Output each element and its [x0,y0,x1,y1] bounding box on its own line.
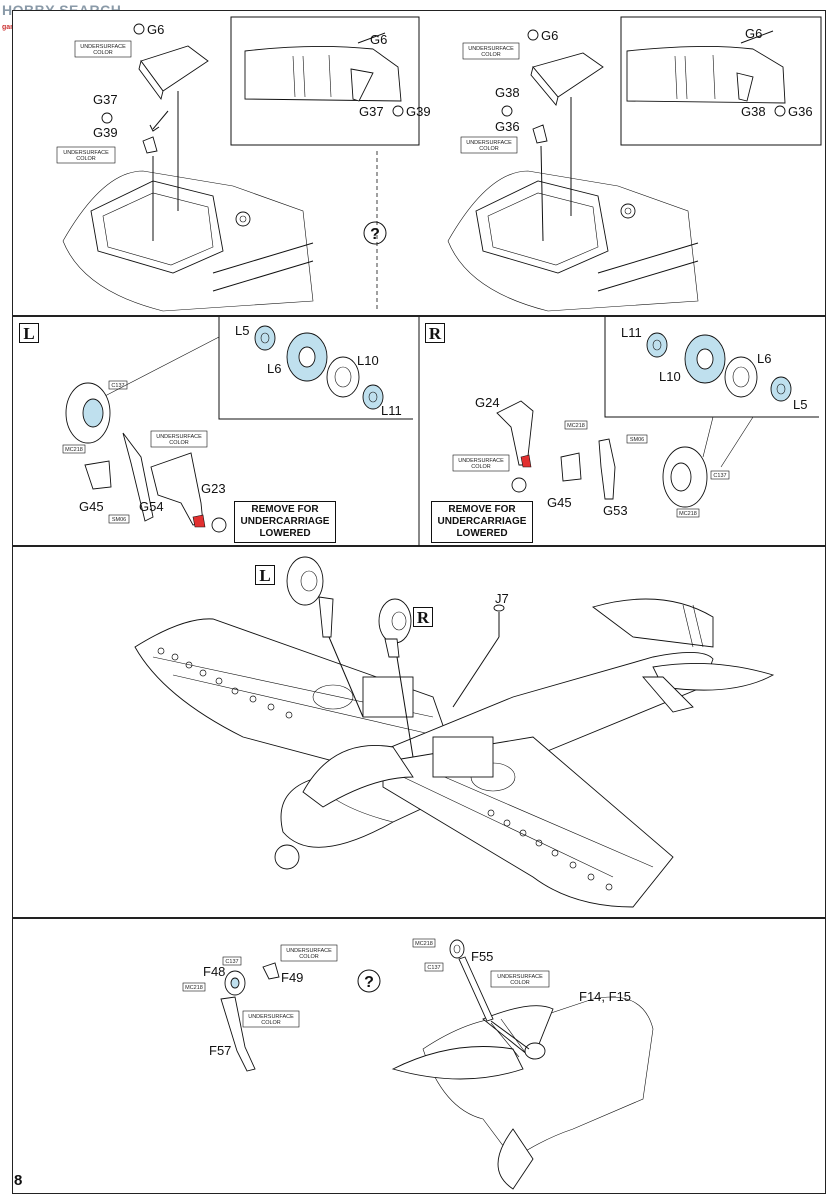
label-F57: F57 [209,1043,231,1058]
detail-inset-a [230,16,420,146]
label-G38-b: G38 [495,85,520,100]
step-panel-overview: J7 L R [12,546,826,918]
note-undersurface-6b: COLOR [471,464,491,470]
label-G36-detail-b: G36 [788,104,813,119]
side-mark-right: R [425,323,445,343]
code-right-2: SM06 [630,437,644,443]
note-undersurface-7: UNDERSURFACE [286,948,332,954]
overview-drawing: J7 [134,556,775,908]
page-number: 8 [14,1172,23,1189]
note-undersurface-1: UNDERSURFACE [80,44,126,50]
label-G54-left: G54 [139,499,164,514]
wheel-hub-L5 [254,325,276,351]
tailwheel-drawing: ? G6 G37 G39 G6 G37 G39 G6 G38 G36 G6 G3… [56,16,822,312]
label-G37-detail-a: G37 [359,104,384,119]
note-undersurface-2b: COLOR [76,156,96,162]
code-tail-1: C137 [225,959,238,965]
overview-mark-left: L [255,565,275,585]
code-tail-2: MC218 [185,985,203,991]
option-mark-1: ? [370,226,380,243]
label-F48: F48 [203,964,225,979]
note-undersurface-9: UNDERSURFACE [497,974,543,980]
wheels-drawing: L5 L6 L10 L11 G45 G54 G23 C137 MC218 SM0… [62,317,819,547]
label-G24-right: G24 [475,395,500,410]
label-G23-left: G23 [201,481,226,496]
code-left-3: SM06 [112,517,126,523]
label-G38-detail-b: G38 [741,104,766,119]
label-L6-right: L6 [757,351,771,366]
label-J7: J7 [495,591,509,606]
note-undersurface-5: UNDERSURFACE [156,434,202,440]
code-right-3: C137 [713,473,726,479]
note-undersurface-3: UNDERSURFACE [468,46,514,52]
label-G6-a: G6 [147,22,164,37]
step-panel-tailwheel: ? G6 G37 G39 G6 G37 G39 G6 G38 G36 G6 G3… [12,10,826,316]
note-undersurface-5b: COLOR [169,440,189,446]
label-G6-b: G6 [541,28,558,43]
code-tail-4: C137 [427,965,440,971]
step-panel-wheels: L5 L6 L10 L11 G45 G54 G23 C137 MC218 SM0… [12,316,826,547]
code-left-1: C137 [111,383,124,389]
note-undersurface-6: UNDERSURFACE [458,458,504,464]
label-G36-b: G36 [495,119,520,134]
label-G6-detail-b: G6 [745,26,762,41]
code-right-1: MC218 [567,423,585,429]
label-G45-left: G45 [79,499,104,514]
label-L11-right: L11 [621,325,642,340]
option-mark-2: ? [364,974,374,991]
tailleg-drawing: F48 F49 F57 C137 MC218 UNDERSURFACE COLO… [182,938,654,1190]
note-undersurface-3b: COLOR [481,52,501,58]
label-L11-left: L11 [381,403,402,418]
label-L6-left: L6 [267,361,281,376]
overview-left-wheel [286,556,324,606]
code-left-2: MC218 [65,447,83,453]
note-undersurface-4b: COLOR [479,146,499,152]
label-G6-detail-a: G6 [370,32,387,47]
note-undersurface-4: UNDERSURFACE [466,140,512,146]
note-undersurface-7b: COLOR [299,954,319,960]
label-L10-right: L10 [659,369,681,384]
label-G37-a: G37 [93,92,118,107]
label-L10-left: L10 [357,353,379,368]
label-L5-right: L5 [793,397,807,412]
note-undersurface-1b: COLOR [93,50,113,56]
label-F14-F15: F14, F15 [579,989,631,1004]
label-G45-right: G45 [547,495,572,510]
label-L5-left: L5 [235,323,249,338]
note-undersurface-2: UNDERSURFACE [63,150,109,156]
code-tail-3: MC218 [415,941,433,947]
code-right-4: MC218 [679,511,697,517]
label-F49: F49 [281,970,303,985]
note-undersurface-8b: COLOR [261,1020,281,1026]
label-F55: F55 [471,949,493,964]
step-panel-tailleg: F48 F49 F57 C137 MC218 UNDERSURFACE COLO… [12,918,826,1194]
label-G39-a: G39 [93,125,118,140]
label-G39-detail-a: G39 [406,104,431,119]
side-mark-left: L [19,323,39,343]
overview-mark-right: R [413,607,433,627]
note-undersurface-9b: COLOR [510,980,530,986]
detail-inset-b [620,16,822,146]
note-undersurface-8: UNDERSURFACE [248,1014,294,1020]
label-G53-right: G53 [603,503,628,518]
